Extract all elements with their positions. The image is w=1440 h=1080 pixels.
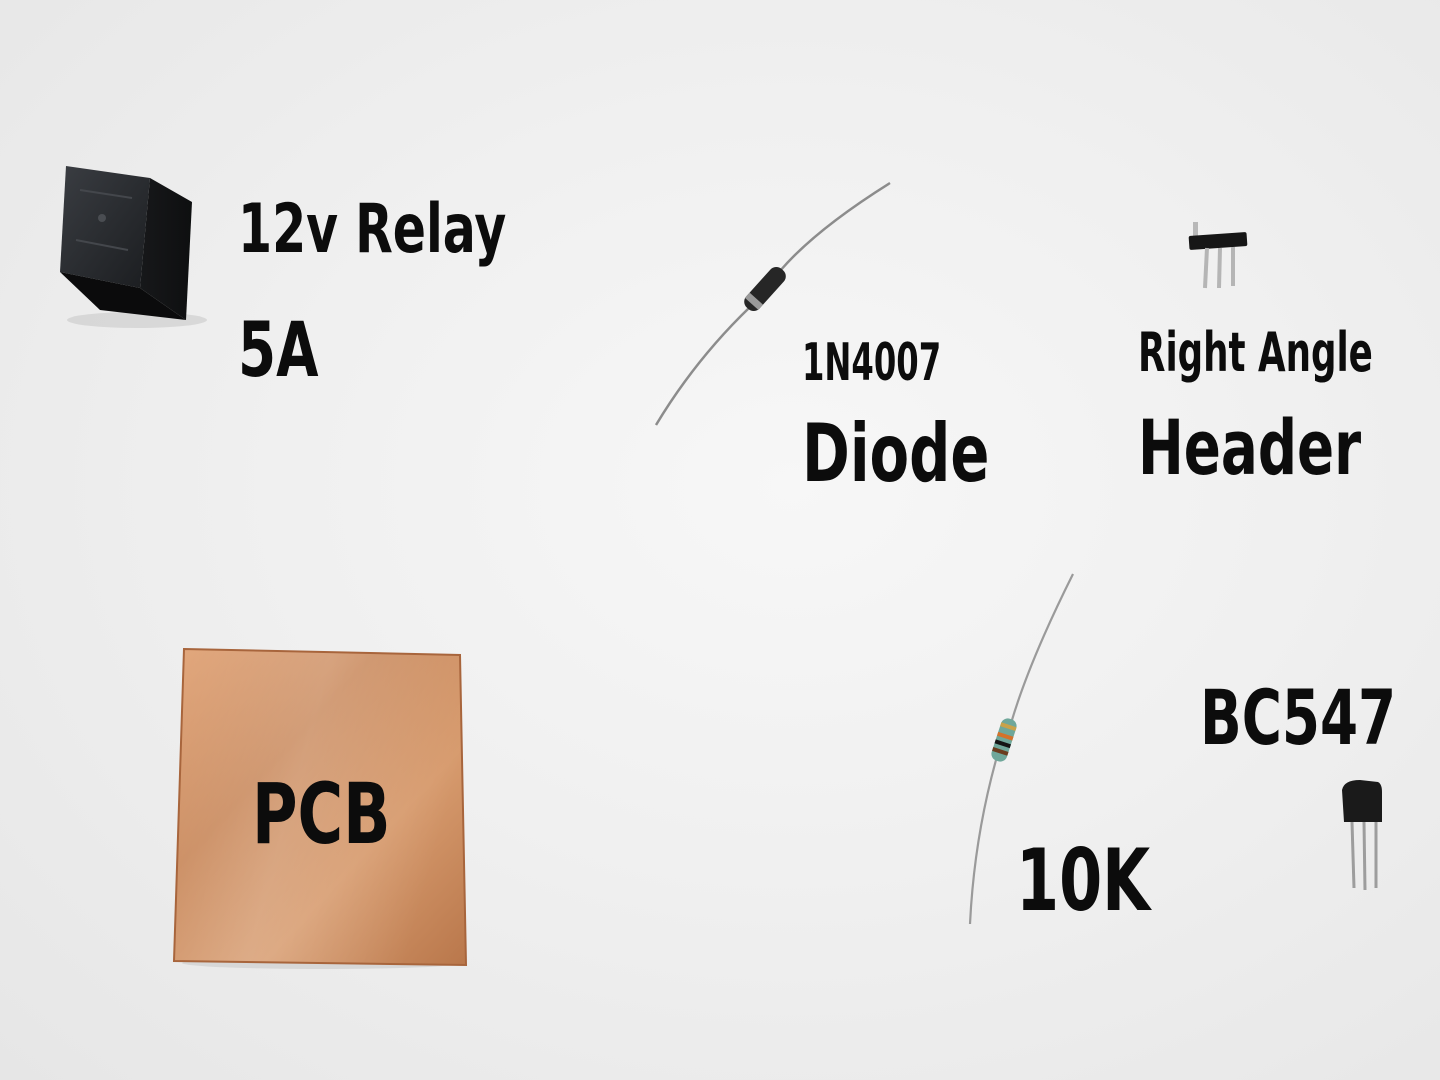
transistor-label: BC547	[1200, 673, 1397, 762]
diode-label-line2: Diode	[802, 407, 990, 500]
diode-component	[640, 175, 910, 435]
copper-board-icon	[172, 647, 468, 969]
pcb-component	[170, 645, 470, 970]
relay-component	[52, 160, 207, 330]
header-component	[1185, 220, 1265, 300]
resistor-icon	[968, 573, 1074, 925]
header-label-line1: Right Angle	[1138, 321, 1373, 384]
diode-icon	[654, 181, 891, 426]
header-pins-icon	[1188, 222, 1248, 289]
transistor-icon	[1342, 780, 1382, 891]
transistor-component	[1338, 778, 1398, 898]
pcb-label: PCB	[252, 765, 391, 863]
relay-label-line2: 5A	[238, 305, 319, 394]
resistor-label: 10K	[1016, 831, 1151, 931]
header-label-line2: Header	[1138, 403, 1362, 492]
resistor-component	[960, 570, 1085, 930]
diode-label-line1: 1N4007	[802, 333, 942, 393]
relay-icon	[60, 166, 207, 328]
relay-label-line1: 12v Relay	[238, 190, 507, 269]
